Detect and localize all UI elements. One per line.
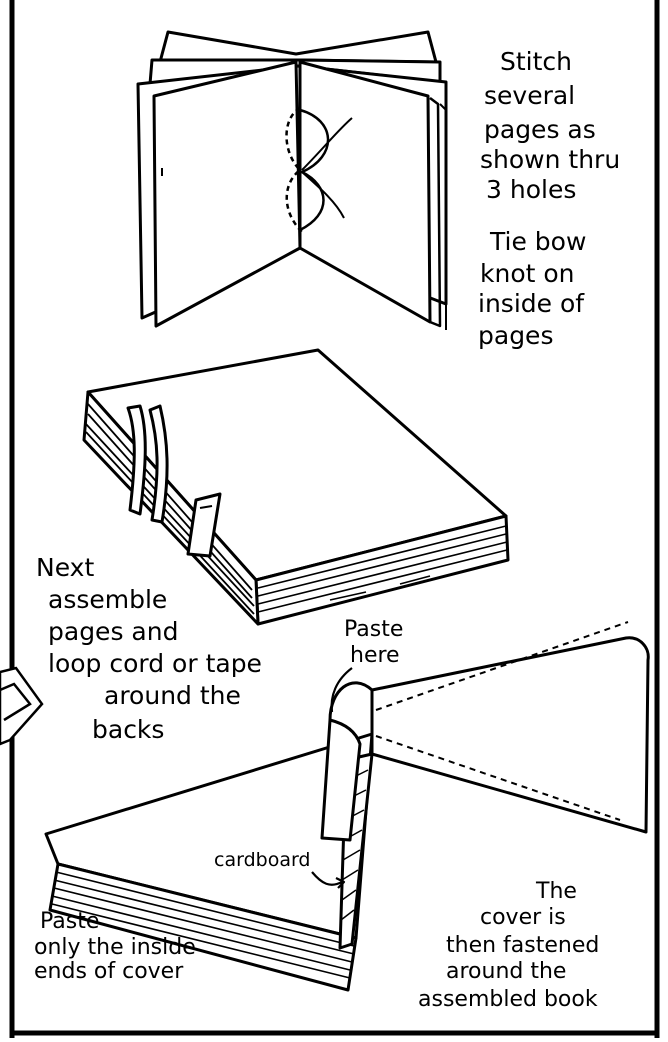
cover-line-5: assembled book	[418, 987, 598, 1012]
paste-inside-line-3: ends of cover	[34, 959, 184, 984]
stitch-instructions: Stitch several pages as shown thru 3 hol…	[480, 47, 628, 204]
stitched-pages-drawing	[136, 30, 448, 330]
partial-page-drawing	[0, 666, 44, 746]
paste-inside-line-1: Paste	[40, 909, 99, 934]
next-line-6: backs	[92, 715, 164, 744]
stitch-line-1: Stitch	[500, 47, 572, 76]
page-frame	[9, 0, 660, 1038]
tie-line-1: Tie bow	[489, 227, 586, 256]
cover-line-1: The	[535, 879, 577, 904]
paste-inside-line-2: only the inside	[34, 935, 196, 960]
tie-line-3: inside of	[478, 289, 585, 318]
tie-line-2: knot on	[480, 259, 575, 288]
cover-instructions: The cover is then fastened around the as…	[418, 879, 606, 1012]
tie-line-4: pages	[478, 321, 553, 350]
cardboard-label: cardboard	[214, 849, 311, 871]
paste-inside-instructions: Paste only the inside ends of cover	[34, 909, 203, 984]
paste-here-label: Paste here	[344, 617, 410, 668]
stitch-line-4: shown thru	[480, 145, 620, 174]
tie-instructions: Tie bow knot on inside of pages	[478, 227, 594, 350]
stitch-line-2: several	[484, 81, 575, 110]
next-line-5: around the	[104, 681, 241, 710]
cover-line-3: then fastened	[446, 933, 599, 958]
assembled-pages-drawing	[82, 348, 510, 626]
next-line-4: loop cord or tape	[48, 649, 262, 678]
cover-line-2: cover is	[480, 905, 566, 930]
paste-here-line-2: here	[350, 643, 400, 668]
assemble-instructions: Next assemble pages and loop cord or tap…	[36, 553, 270, 744]
stitch-line-3: pages as	[484, 115, 596, 144]
paste-here-line-1: Paste	[344, 617, 403, 642]
cover-line-4: around the	[446, 959, 566, 984]
stitch-line-5: 3 holes	[486, 175, 576, 204]
next-line-2: assemble	[48, 585, 167, 614]
next-line-1: Next	[36, 553, 94, 582]
next-line-3: pages and	[48, 617, 178, 646]
cover-and-book-drawing	[44, 621, 650, 992]
